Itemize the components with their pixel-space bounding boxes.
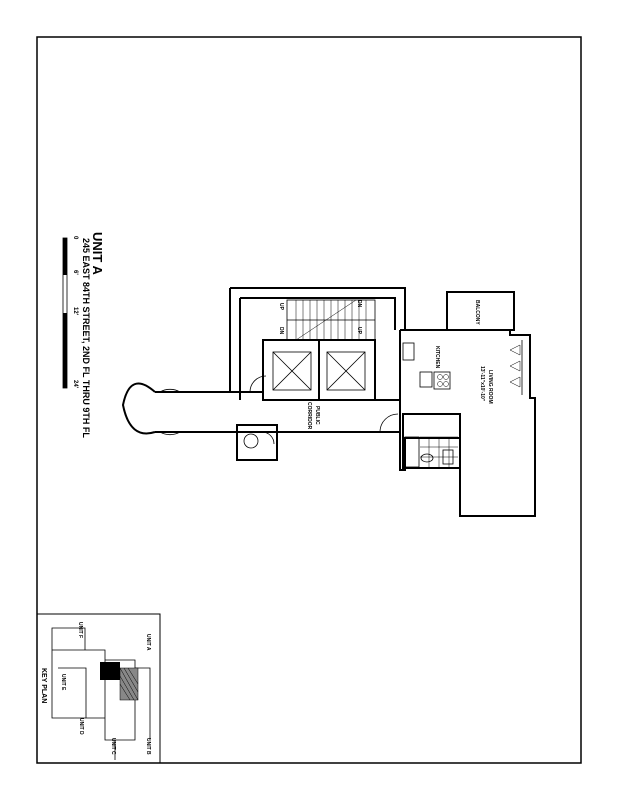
corridor-entry-doors: [159, 375, 267, 436]
unit-title: UNIT A: [90, 232, 105, 275]
floor-plan: UP DN DN UP PUBLIC CORRIDOR: [121, 287, 536, 517]
kitchen-label: KITCHEN: [434, 346, 440, 369]
sheet-border: [36, 36, 582, 764]
stair-label-dn-1: DN: [356, 300, 362, 308]
key-plan-title: KEY PLAN: [40, 668, 47, 703]
living-room-label: LIVING ROOM: [487, 370, 493, 404]
key-plan: KEY PLAN UNIT A UNIT B UNIT C UNIT D UNI…: [36, 613, 161, 764]
core-walls: [229, 287, 406, 392]
stair-label-up-2: UP: [356, 327, 362, 335]
title-block: UNIT A 245 EAST 84TH STREET, 2ND FL THRU…: [81, 232, 105, 438]
balcony-label: BALCONY: [474, 300, 480, 325]
stair-label-dn-2: DN: [278, 327, 284, 335]
scale-tick-0: 0: [72, 236, 78, 240]
stair-label-up-1: UP: [278, 303, 284, 311]
elevators: [262, 339, 376, 401]
trash-room: [236, 424, 278, 461]
bathroom: [402, 413, 461, 469]
key-plan-unit-d: UNIT D: [78, 718, 84, 735]
living-room-dimensions: 13'-11"x10'-10": [479, 366, 485, 402]
address-subtitle: 245 EAST 84TH STREET, 2ND FL THRU 9TH FL: [81, 238, 91, 438]
apartment-entry-door: [379, 413, 399, 433]
corridor-label-line1: PUBLIC: [314, 406, 320, 425]
key-plan-unit-c: UNIT C: [110, 738, 116, 755]
scale-tick-6: 6': [72, 270, 78, 275]
kitchen: KITCHEN: [402, 342, 451, 390]
key-plan-unit-e: UNIT E: [60, 674, 66, 691]
apartment-walls: [399, 329, 536, 517]
key-plan-unit-b: UNIT B: [145, 738, 151, 755]
key-plan-unit-a: UNIT A: [145, 634, 151, 651]
corridor-label-line2: CORRIDOR: [306, 402, 312, 430]
balcony: BALCONY: [446, 291, 515, 331]
key-plan-unit-f: UNIT F: [77, 622, 83, 638]
scale-tick-12: 12': [72, 307, 78, 316]
living-room-windows: [509, 340, 523, 395]
scale-bar: 0 6' 12' 24': [62, 236, 78, 389]
scale-tick-24: 24': [72, 380, 78, 389]
